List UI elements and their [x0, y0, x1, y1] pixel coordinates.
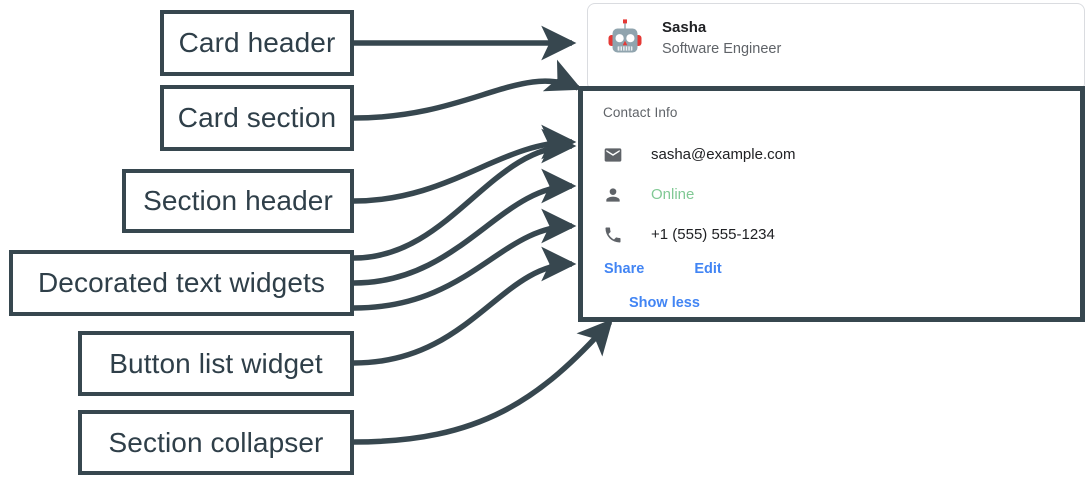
email-value: sasha@example.com [651, 146, 796, 163]
annotation-button-list-widget: Button list widget [78, 331, 354, 396]
annotation-decorated-text-widgets-label: Decorated text widgets [37, 267, 325, 298]
phone-icon [605, 227, 621, 243]
decorated-text-row-phone: +1 (555) 555-1234 [603, 215, 1080, 255]
section-collapser: Show less [629, 293, 1080, 313]
section-header-label: Contact Info [603, 105, 678, 120]
card-header-text: Sasha Software Engineer [662, 18, 781, 60]
arrow-button-list [353, 246, 577, 366]
decorated-text-row-email: sasha@example.com [603, 135, 1080, 175]
card-header-title: Sasha [662, 19, 707, 36]
card-header: Sasha Software Engineer [588, 4, 1084, 62]
share-button[interactable]: Share [604, 261, 645, 277]
show-less-button[interactable]: Show less [629, 295, 700, 311]
annotation-card-header-label: Card header [178, 27, 336, 58]
arrow-decorated-3 [353, 208, 577, 311]
decorated-text-row-status: Online [603, 175, 1080, 215]
annotation-card-section-label: Card section [177, 102, 337, 133]
phone-value: +1 (555) 555-1234 [651, 226, 775, 243]
robot-avatar-icon [608, 19, 642, 53]
card-header-subtitle: Software Engineer [662, 41, 782, 57]
annotation-decorated-text-widgets: Decorated text widgets [9, 250, 354, 316]
person-icon [606, 188, 620, 202]
annotation-section-collapser: Section collapser [78, 410, 354, 475]
arrow-section-header [353, 124, 577, 204]
arrow-decorated-1 [353, 128, 577, 261]
arrow-collapser [353, 318, 613, 445]
card-section-content: Contact Info sasha@example.com Online [583, 91, 1080, 313]
email-icon [604, 148, 622, 162]
card-section: Contact Info sasha@example.com Online [578, 86, 1085, 322]
annotation-card-section: Card section [160, 85, 354, 151]
annotation-section-header-label: Section header [143, 185, 333, 216]
profile-card: Sasha Software Engineer [587, 3, 1085, 91]
edit-button[interactable]: Edit [694, 261, 722, 277]
annotation-section-collapser-label: Section collapser [108, 426, 324, 458]
status-value: Online [651, 186, 695, 203]
annotation-section-header: Section header [122, 169, 354, 233]
arrow-card-section [353, 59, 583, 121]
annotation-button-list-widget-label: Button list widget [109, 347, 323, 379]
annotation-card-header: Card header [160, 10, 354, 76]
arrow-decorated-2 [353, 168, 577, 286]
button-list-widget: Share Edit [604, 259, 1080, 279]
